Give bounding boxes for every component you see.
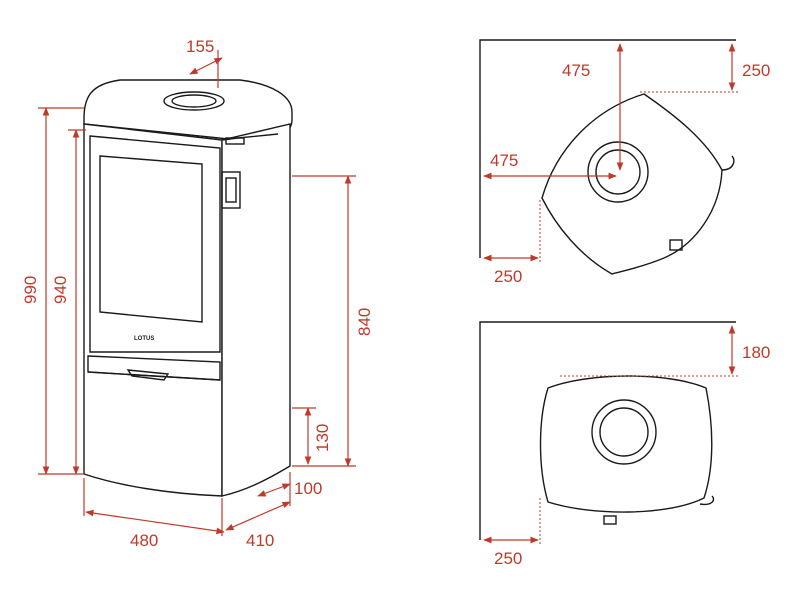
wall-stove-outline xyxy=(539,375,713,513)
dim-corner-back: 250 xyxy=(742,61,770,80)
wall-plan: 180 250 xyxy=(479,321,770,568)
dim-line-depth xyxy=(225,501,291,531)
stove-logo: LOTUS xyxy=(134,336,154,342)
stove-door xyxy=(89,135,221,353)
dim-base-depth: 100 xyxy=(294,479,322,498)
front-view: LOTUS 155 990 940 840 130 100 xyxy=(21,37,374,550)
wall-stove-handle xyxy=(699,495,715,506)
dim-width: 480 xyxy=(130,531,158,550)
side-panel-strip xyxy=(225,137,245,145)
stove-body-side xyxy=(221,123,291,497)
dim-corner-flue-side: 475 xyxy=(490,151,518,170)
dim-line-width xyxy=(85,509,225,535)
wall-plan-walls xyxy=(479,321,736,540)
corner-walls xyxy=(479,39,736,258)
wall-flue-outer xyxy=(591,399,657,465)
dim-body-height: 940 xyxy=(51,276,70,304)
corner-plan: 475 475 250 250 xyxy=(479,39,770,286)
door-glass xyxy=(99,155,203,323)
dim-wall-side: 250 xyxy=(494,549,522,568)
dim-base-height: 130 xyxy=(313,424,332,452)
flue-collar-inner xyxy=(171,94,217,108)
door-handle-side-inner xyxy=(225,177,237,203)
wall-flue-inner xyxy=(599,407,649,457)
dim-corner-flue-back: 475 xyxy=(562,61,590,80)
dim-inlet-height: 840 xyxy=(355,308,374,336)
dim-depth: 410 xyxy=(246,531,274,550)
wall-stove-foot xyxy=(603,515,617,525)
dim-total-height: 990 xyxy=(21,276,40,304)
corner-stove-foot xyxy=(669,239,683,251)
door-handle-side xyxy=(221,171,241,209)
dim-line-flue-offset xyxy=(189,57,223,75)
corner-stove-handle xyxy=(721,155,735,171)
dim-line-base-depth xyxy=(257,483,291,497)
corner-stove-outline xyxy=(541,93,723,275)
flue-collar xyxy=(163,91,225,111)
dim-wall-back: 180 xyxy=(742,343,770,362)
lower-panel xyxy=(87,371,221,381)
dim-flue-offset: 155 xyxy=(186,37,214,56)
dim-corner-side: 250 xyxy=(494,267,522,286)
